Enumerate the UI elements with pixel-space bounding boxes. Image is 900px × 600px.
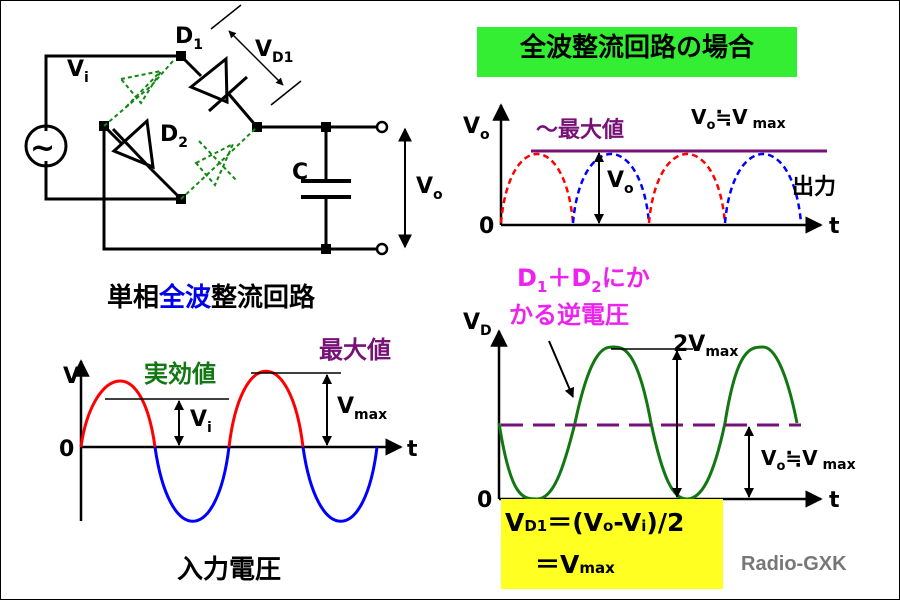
current-path-indicators: [103, 60, 258, 200]
reverse-label-line1: D1＋D2にか: [517, 264, 650, 296]
vo-circuit-label: Vo: [416, 174, 443, 203]
circuit-title: 単相全波整流回路: [107, 282, 316, 313]
output-blue-half-1: [571, 152, 651, 224]
output-vo-label: Vo: [607, 168, 634, 197]
vi-circuit-label: Vi: [67, 57, 89, 86]
input-v-axis-label: V: [63, 364, 80, 389]
output-label: 出力: [792, 175, 836, 200]
output-t-axis-label: t: [829, 214, 840, 239]
output-red-half-2: [647, 152, 727, 224]
vd1-label: VD1: [255, 37, 293, 66]
reverse-voltage-graph: [490, 329, 823, 508]
vd1-arrow: [228, 30, 284, 86]
output-zero-label: 0: [479, 214, 494, 239]
input-positive-half-1: [79, 379, 157, 448]
terminal-top: [375, 120, 389, 134]
vmax-label: Vmax: [337, 394, 387, 423]
diode2-bar: [111, 127, 153, 171]
max-value-label: 最大値: [319, 336, 391, 364]
reverse-t-axis-label: t: [829, 488, 840, 513]
ac-symbol-text: ~: [30, 131, 55, 166]
ac-source: [24, 124, 68, 168]
input-t-axis-label: t: [407, 437, 418, 462]
input-zero-label: 0: [59, 437, 74, 462]
output-max-label: ～最大値: [536, 118, 624, 143]
title-banner-text: 全波整流回路の場合: [519, 33, 754, 63]
vd1-bracket-b: [270, 80, 302, 106]
wire-left-node: [102, 126, 381, 251]
reverse-v-axis-label: VD: [463, 310, 492, 339]
vd1-bracket-a: [210, 4, 242, 30]
wire-bottom-left: [44, 161, 181, 201]
diode2-body: [111, 117, 155, 170]
output-v-axis-label: Vo: [463, 114, 490, 143]
wire-top-left: [44, 54, 181, 131]
title-banner: 全波整流回路の場合: [477, 27, 797, 77]
vi-label: Vi: [190, 407, 212, 436]
two-vmax-label: 2Vmax: [673, 332, 738, 360]
input-graph: [72, 359, 403, 523]
formula-line2: ＝Vmax: [535, 550, 615, 579]
reverse-voltage-wave: [497, 345, 799, 501]
input-caption: 入力電圧: [177, 555, 281, 585]
reverse-zero-label: 0: [477, 488, 492, 513]
d1-label: D1: [175, 24, 203, 53]
output-vo-eq-vmax: Vo≒V max: [691, 105, 786, 133]
output-red-half-1: [499, 152, 575, 224]
output-graph: [492, 103, 827, 234]
input-negative-half-1: [153, 446, 231, 523]
reverse-label-line2: かる逆電圧: [509, 301, 629, 329]
rms-label: 実効値: [144, 360, 216, 388]
capacitor-label: C: [292, 160, 308, 185]
reverse-label-pointer: [548, 340, 575, 398]
formula-line1: VD1＝(Vo-Vi)/2: [505, 508, 685, 537]
input-positive-half-2: [227, 369, 305, 448]
rectifier-circuit: [24, 4, 412, 256]
diode1-lead-b: [226, 92, 259, 128]
input-negative-half-2: [301, 446, 379, 523]
diode1-body: [188, 55, 229, 105]
terminal-bottom: [375, 242, 389, 256]
reverse-vo-eq-vmax: Vo≒V max: [761, 446, 856, 474]
output-blue-half-2: [723, 152, 803, 224]
credit-text: Radio-GXK: [741, 553, 847, 575]
formula-box: VD1＝(Vo-Vi)/2 ＝Vmax: [501, 499, 723, 589]
d2-label: D2: [160, 122, 188, 151]
